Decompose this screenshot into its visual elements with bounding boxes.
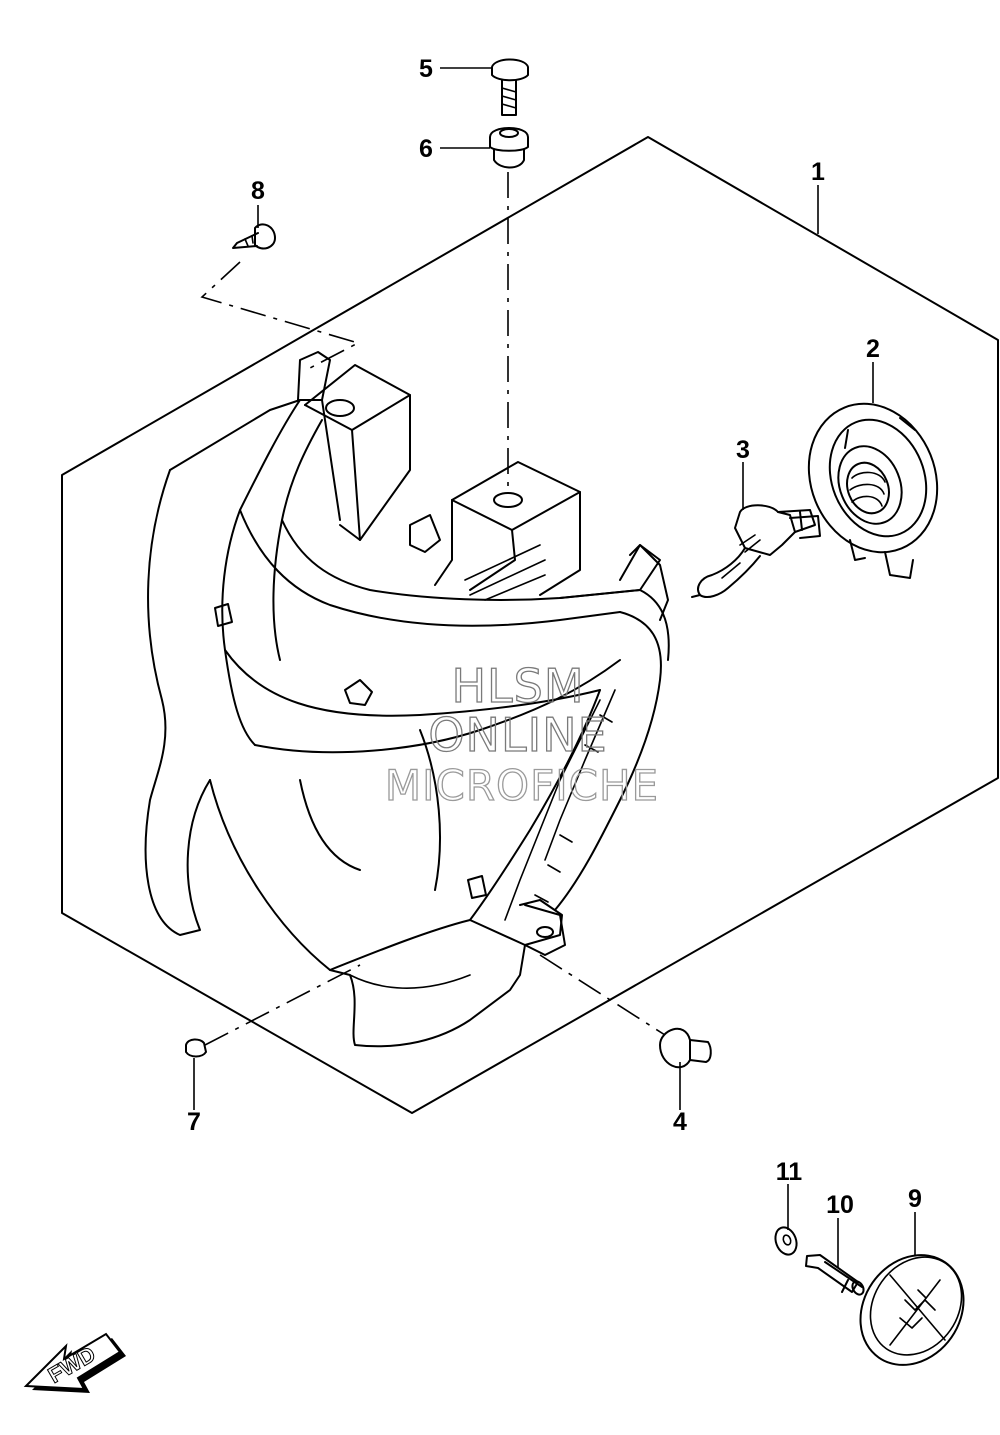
callout-1: 1 — [811, 158, 825, 186]
callout-3: 3 — [736, 436, 750, 464]
tapping-screw-part-8 — [232, 223, 276, 250]
headlight-housing — [144, 351, 670, 1048]
watermark: HLSM ONLINE MICROFICHE — [384, 658, 659, 810]
callout-9: 9 — [908, 1185, 922, 1213]
cap-part-7 — [185, 1038, 207, 1058]
callout-11: 11 — [776, 1158, 803, 1186]
callout-5: 5 — [419, 55, 433, 83]
screw-part-5 — [491, 58, 529, 116]
adjuster-part-10 — [805, 1254, 865, 1296]
fwd-arrow-icon: FWD — [23, 1332, 126, 1393]
assembly-outline — [61, 136, 999, 1114]
clip-part-4 — [659, 1027, 712, 1069]
leader-lines — [193, 67, 916, 1268]
callout-7: 7 — [187, 1108, 201, 1136]
watermark-line-2: ONLINE — [428, 708, 607, 762]
assembly-line-4 — [539, 954, 666, 1036]
callout-8: 8 — [251, 177, 265, 205]
socket-cover-part-2 — [807, 402, 939, 579]
callout-10: 10 — [826, 1191, 854, 1219]
washer-part-11 — [774, 1226, 798, 1256]
grommet-part-6 — [489, 127, 529, 169]
watermark-line-3: MICROFICHE — [385, 761, 659, 810]
cap-part-9 — [859, 1254, 965, 1366]
callout-2: 2 — [866, 335, 880, 363]
bulb-part-3 — [691, 504, 821, 598]
callout-4: 4 — [673, 1108, 687, 1136]
assembly-line-7 — [204, 964, 361, 1046]
assembly-line-8 — [200, 261, 361, 369]
watermark-line-1: HLSM — [451, 659, 584, 713]
callout-6: 6 — [419, 135, 433, 163]
